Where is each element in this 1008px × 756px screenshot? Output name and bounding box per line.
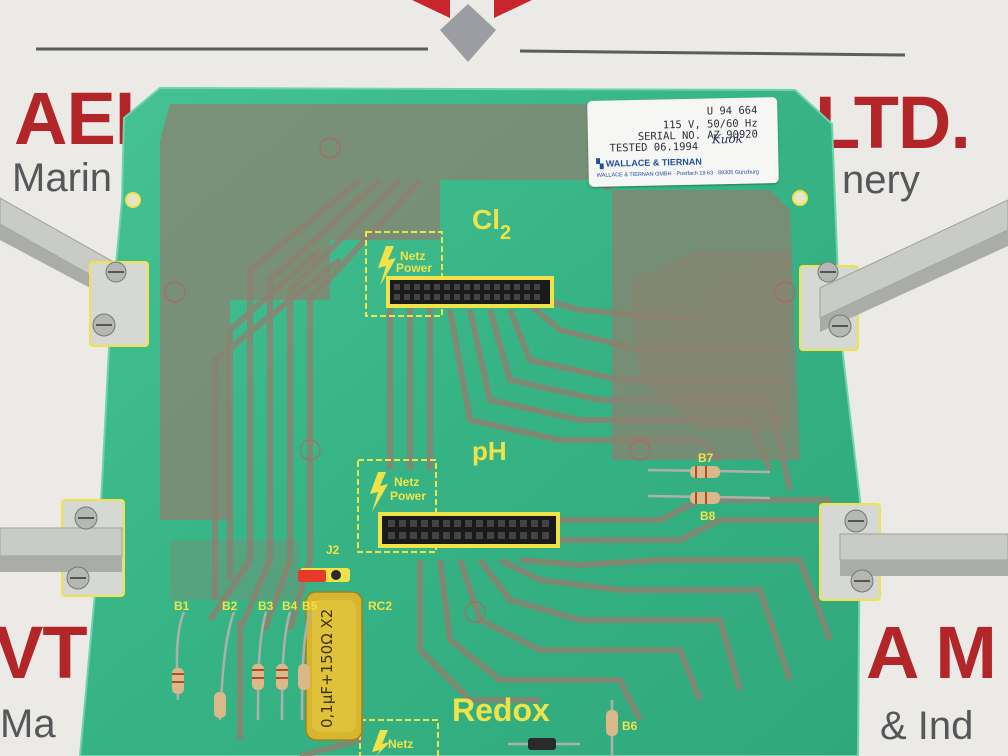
power-label-2: Power	[390, 489, 427, 503]
logo-text-right: LTD.	[815, 81, 971, 164]
power-label-1: Power	[396, 261, 433, 275]
signature: Kuok	[711, 131, 744, 147]
banner-line-left: Ma	[0, 702, 56, 746]
label-b6: B6	[622, 719, 638, 733]
tagline-left: Marin	[12, 156, 113, 200]
serial-label-sticker: U 94 664 115 V, 50/60 Hz SERIAL NO. AZ 9…	[587, 97, 779, 187]
label-ph: pH	[472, 436, 507, 466]
capacitor-marking: 0,1µF+150Ω X2	[318, 608, 336, 728]
banner-text-left: VT	[0, 611, 88, 694]
brand-name: ▚ WALLACE & TIERNAN	[596, 156, 702, 169]
label-redox: Redox	[452, 692, 550, 728]
label-b8: B8	[700, 509, 716, 523]
tagline-right: nery	[842, 158, 920, 202]
label-b4: B4	[282, 599, 298, 613]
label-cl2: Cl2	[472, 204, 512, 244]
label-rc2: RC2	[368, 599, 393, 613]
netz-label-2: Netz	[394, 475, 420, 489]
label-j2: J2	[326, 543, 340, 557]
label-b2: B2	[222, 599, 238, 613]
banner-line-right: & Ind	[880, 704, 974, 748]
label-b7: B7	[698, 451, 714, 465]
netz-label-3: Netz	[388, 737, 414, 751]
banner-text-right: A M	[866, 611, 997, 694]
label-b1: B1	[174, 599, 190, 613]
test-date: TESTED 06.1994	[609, 140, 699, 155]
netz-label-1: Netz	[400, 249, 426, 263]
label-b5: B5	[302, 599, 318, 613]
brand-address: WALLACE & TIERNAN GMBH · Postfach 19 63 …	[596, 169, 760, 179]
label-b3: B3	[258, 599, 274, 613]
